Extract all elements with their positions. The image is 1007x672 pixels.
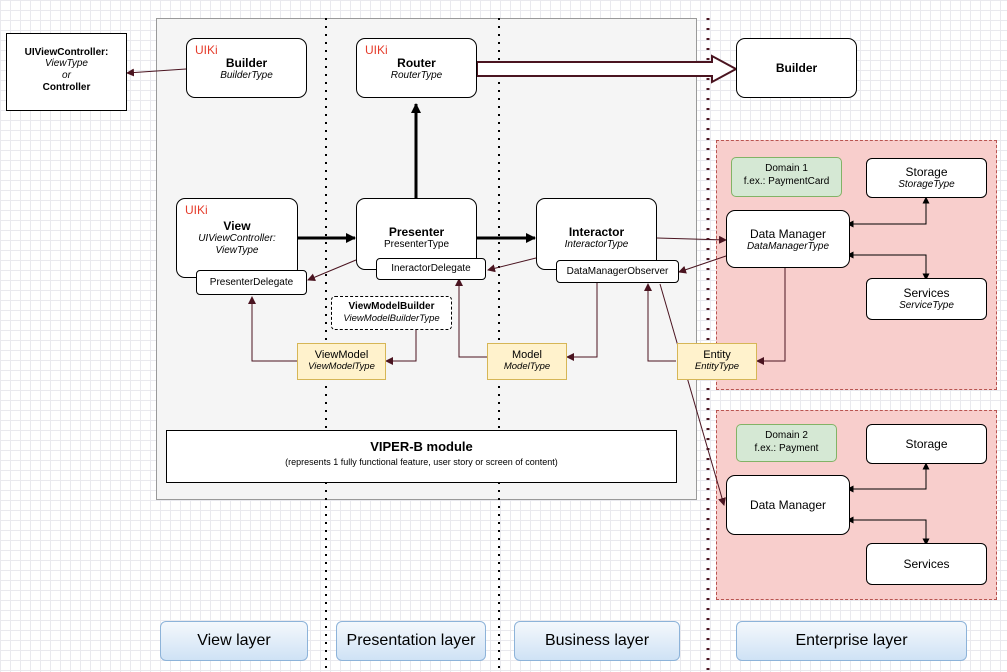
interactor-delegate-label: IneractorDelegate [391, 263, 471, 274]
view-model-builder-title: ViewModelBuilder [348, 301, 435, 312]
builder-box[interactable]: UIKi Builder BuilderType [186, 38, 307, 98]
router-box[interactable]: UIKi Router RouterType [356, 38, 477, 98]
link-datamanager1-storage [846, 196, 930, 228]
view-model-type: ViewModelType [308, 361, 375, 372]
interactor-type: InteractorType [564, 239, 629, 250]
arrow-interactor-to-interactordelegate [487, 257, 537, 273]
link-datamanager2-storage [846, 462, 930, 493]
arrow-to-datamanager2 [659, 283, 726, 506]
external-builder-box[interactable]: Builder [736, 38, 857, 98]
view-model-title: ViewModel [314, 349, 369, 361]
domain2-storage-box[interactable]: Storage [866, 424, 987, 464]
interactor-box[interactable]: Interactor InteractorType [536, 198, 657, 270]
view-box[interactable]: UIKi View UIViewController: ViewType [176, 198, 298, 278]
layer-label-presentation[interactable]: Presentation layer [336, 621, 486, 661]
viper-b-title: VIPER-B module [370, 439, 473, 454]
arrow-presenter-to-presenterdelegate [307, 259, 357, 281]
arrow-interactor-to-datamanager1 [656, 235, 727, 244]
model-type: ModelType [503, 361, 551, 372]
domain2-label: Domain 2 f.ex.: Payment [736, 424, 837, 462]
model-title: Model [512, 349, 542, 361]
domain1-data-manager-box[interactable]: Data Manager DataManagerType [726, 210, 850, 268]
view-model-note[interactable]: ViewModel ViewModelType [297, 343, 386, 380]
presenter-title: Presenter [388, 225, 445, 239]
view-type-line1: UIViewController: [198, 233, 276, 244]
layer-label-view[interactable]: View layer [160, 621, 308, 661]
arrow-model-to-interactordelegate [455, 278, 487, 358]
view-model-builder-box[interactable]: ViewModelBuilder ViewModelBuilderType [331, 296, 452, 330]
arrow-builder-to-viewcontroller [126, 68, 187, 77]
uikit-badge: UIKi [185, 203, 208, 217]
domain1-services-box[interactable]: Services ServiceType [866, 278, 987, 320]
layer-label-enterprise[interactable]: Enterprise layer [736, 621, 967, 661]
uikit-badge: UIKi [195, 43, 218, 57]
layer-view-text: View layer [197, 632, 271, 649]
domain2-data-manager-title: Data Manager [749, 498, 827, 512]
viper-b-subtitle: (represents 1 fully functional feature, … [285, 457, 558, 467]
presenter-delegate-label: PresenterDelegate [209, 277, 294, 288]
builder-type: BuilderType [220, 70, 273, 81]
arrow-router-to-builder [476, 54, 739, 84]
link-datamanager2-services [846, 516, 930, 546]
viper-b-module-box: VIPER-B module (represents 1 fully funct… [166, 430, 677, 483]
uiviewcontroller-or: or [62, 70, 71, 81]
entity-note[interactable]: Entity EntityType [677, 343, 757, 380]
model-note[interactable]: Model ModelType [487, 343, 567, 380]
domain2-data-manager-box[interactable]: Data Manager [726, 475, 850, 535]
entity-title: Entity [703, 349, 731, 361]
domain1-storage-box[interactable]: Storage StorageType [866, 158, 987, 198]
interactor-delegate-box[interactable]: IneractorDelegate [376, 258, 486, 280]
arrow-entity-to-observer [644, 283, 676, 362]
view-model-builder-type: ViewModelBuilderType [343, 313, 440, 324]
external-builder-title: Builder [775, 61, 818, 75]
arrow-viewmodel-to-presenterdelegate [248, 296, 298, 362]
interactor-title: Interactor [568, 225, 625, 239]
data-manager-observer-label: DataManagerObserver [566, 266, 669, 277]
domain1-data-manager-title: Data Manager [749, 227, 827, 241]
domain2-name: Domain 2 [765, 430, 808, 441]
domain1-data-manager-type: DataManagerType [746, 241, 830, 252]
domain2-example: f.ex.: Payment [754, 443, 819, 454]
view-title: View [223, 219, 251, 233]
layer-business-text: Business layer [544, 632, 650, 649]
domain2-storage-title: Storage [905, 437, 948, 451]
domain2-services-title: Services [903, 557, 950, 571]
domain1-services-type: ServiceType [899, 300, 954, 311]
domain1-storage-type: StorageType [898, 179, 955, 190]
router-title: Router [397, 56, 436, 70]
presenter-type: PresenterType [383, 239, 450, 250]
domain1-storage-title: Storage [905, 165, 948, 179]
data-manager-observer-box[interactable]: DataManagerObserver [556, 260, 679, 283]
domain1-label: Domain 1 f.ex.: PaymentCard [731, 157, 842, 197]
domain1-name: Domain 1 [765, 163, 808, 174]
presenter-delegate-box[interactable]: PresenterDelegate [196, 270, 307, 295]
link-datamanager1-services [846, 251, 930, 281]
layer-enterprise-text: Enterprise layer [795, 632, 908, 649]
uiviewcontroller-title: UIViewController: [24, 47, 109, 58]
uiviewcontroller-controller: Controller [42, 82, 91, 93]
arrow-viewmodelbuilder-to-viewmodel [385, 330, 417, 365]
view-type-line2: ViewType [215, 245, 259, 256]
entity-type: EntityType [694, 361, 740, 372]
uiviewcontroller-box[interactable]: UIViewController: ViewType or Controller [6, 33, 127, 111]
uiviewcontroller-type: ViewType [45, 58, 88, 69]
domain1-services-title: Services [903, 286, 950, 300]
builder-title: Builder [225, 56, 268, 70]
domain1-example: f.ex.: PaymentCard [743, 176, 830, 187]
layer-label-business[interactable]: Business layer [514, 621, 680, 661]
arrow-datamanager1-to-entity [756, 267, 786, 365]
uikit-badge: UIKi [365, 43, 388, 57]
router-type: RouterType [390, 70, 443, 81]
arrow-observer-to-model [566, 283, 598, 361]
arrow-datamanager1-to-observer [678, 255, 727, 274]
domain2-services-box[interactable]: Services [866, 543, 987, 585]
layer-presentation-text: Presentation layer [346, 632, 476, 649]
